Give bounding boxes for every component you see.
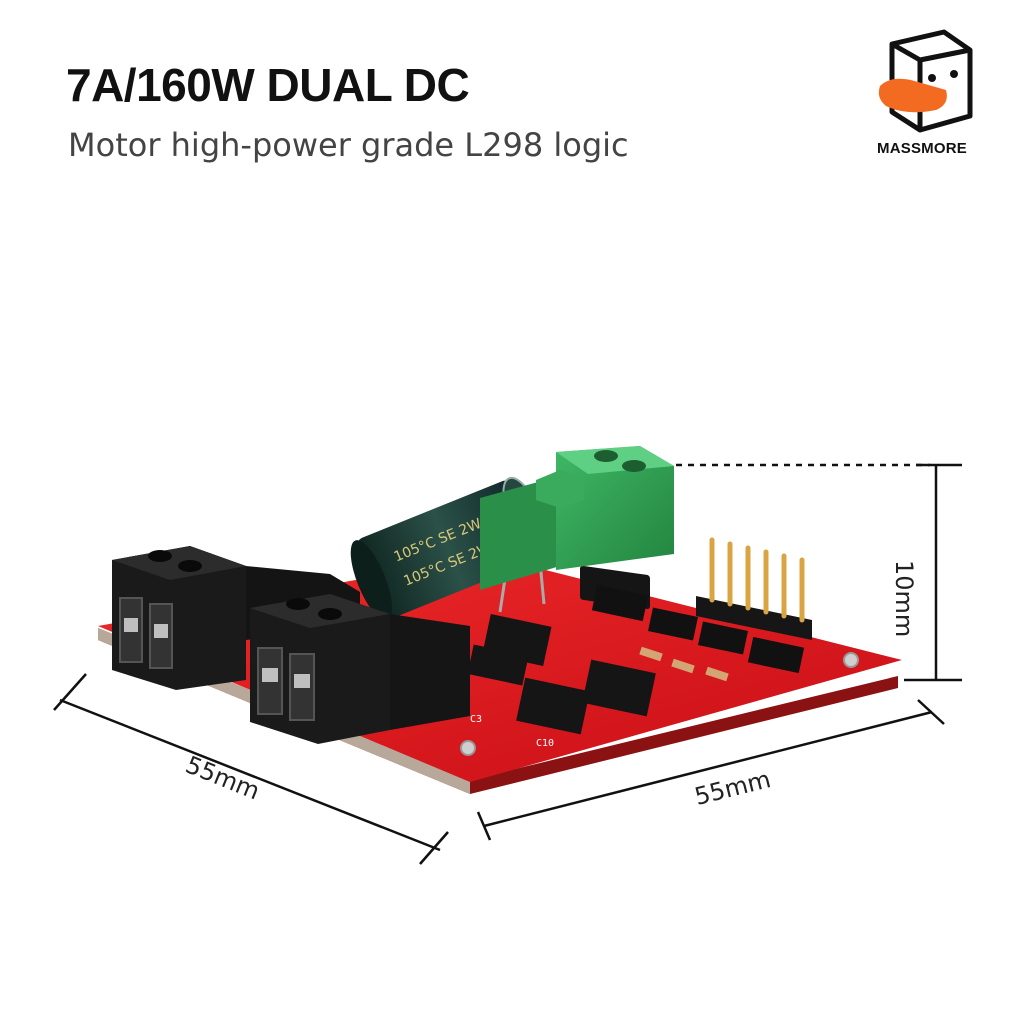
header-pins bbox=[696, 537, 812, 640]
brand-name: MASSMORE bbox=[877, 140, 967, 157]
brand-logo: MASSMORE bbox=[862, 24, 982, 164]
black-terminal-right bbox=[250, 594, 470, 744]
smd-components bbox=[467, 565, 805, 735]
duck-box-logo-icon bbox=[878, 29, 973, 133]
green-power-terminal bbox=[480, 446, 674, 590]
page-subtitle: Motor high-power grade L298 logic bbox=[68, 126, 629, 164]
dimension-lines bbox=[53, 463, 962, 865]
svg-text:C3: C3 bbox=[470, 714, 482, 725]
svg-text:C10: C10 bbox=[536, 738, 554, 749]
height-dimension-label: 10mm bbox=[890, 560, 918, 638]
page-title: 7A/160W DUAL DC bbox=[66, 59, 470, 111]
